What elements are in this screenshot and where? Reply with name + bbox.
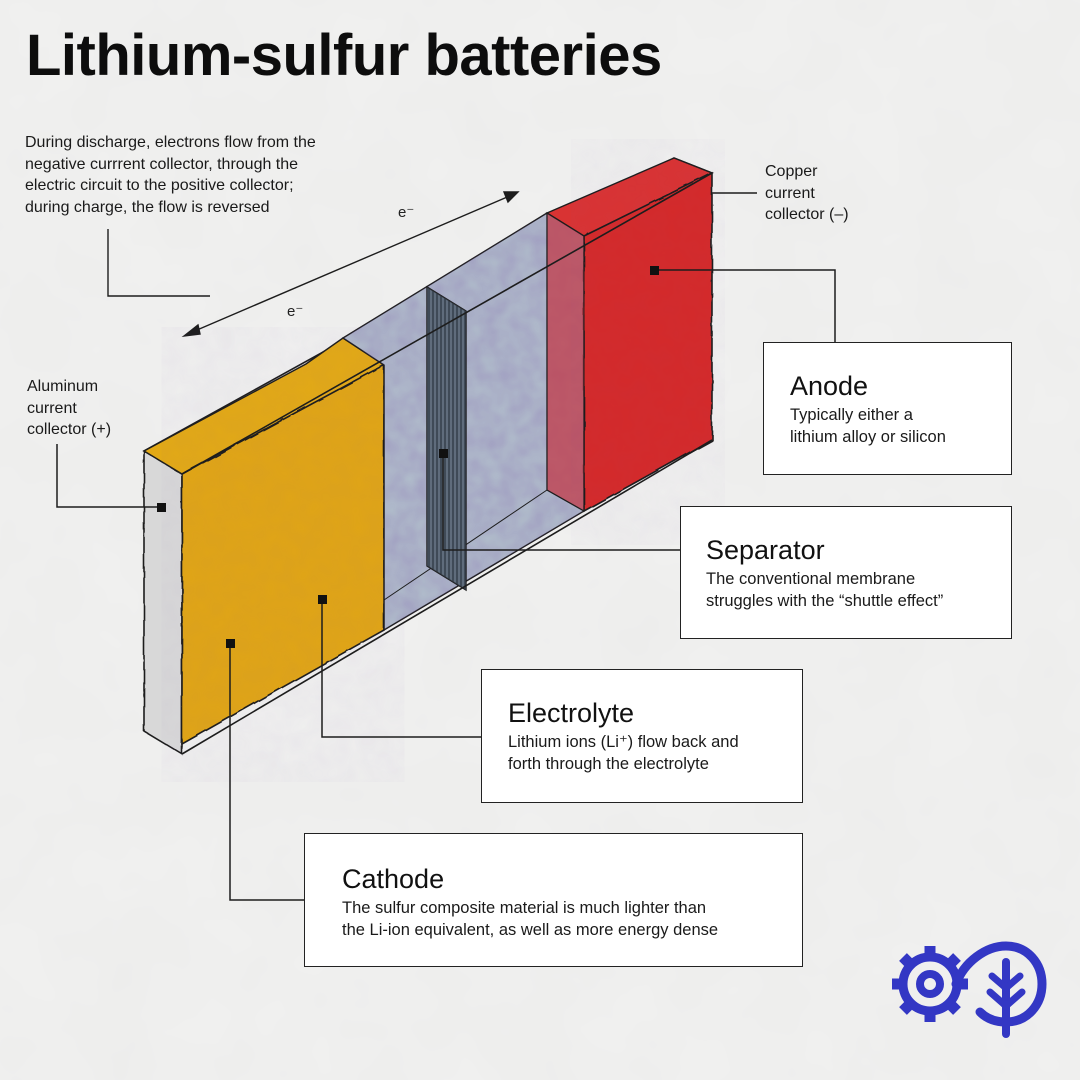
- electron-label-lower: e⁻: [287, 303, 304, 320]
- anode-callout: Anode Typically either a lithium alloy o…: [763, 342, 1012, 475]
- copper-collector-label: Copper current collector (–): [765, 161, 849, 226]
- flow-note: During discharge, electrons flow from th…: [25, 132, 316, 218]
- electrolyte-title: Electrolyte: [508, 698, 635, 728]
- aluminum-label-line: collector (+): [27, 421, 112, 438]
- aluminum-collector-label: Aluminum current collector (+): [27, 376, 111, 441]
- cathode-desc-line: The sulfur composite material is much li…: [342, 899, 707, 917]
- aluminum-label-line: current: [27, 399, 77, 417]
- cathode-desc-line: the Li-ion equivalent, as well as more e…: [342, 920, 719, 939]
- separator-desc-line: struggles with the “shuttle effect”: [706, 591, 944, 610]
- anode-desc-line: lithium alloy or silicon: [790, 427, 946, 446]
- electrolyte-callout: Electrolyte Lithium ions (Li⁺) flow back…: [481, 669, 803, 803]
- leaf-icon: [951, 941, 1047, 1038]
- separator-title: Separator: [706, 535, 825, 565]
- flow-note-line: During discharge, electrons flow from th…: [25, 134, 316, 151]
- separator-desc-line: The conventional membrane: [706, 570, 916, 588]
- copper-label-line: Copper: [765, 163, 818, 180]
- anode-marker: [650, 266, 659, 275]
- cathode-title: Cathode: [342, 864, 445, 894]
- gear-and-leaf-logo-icon: [892, 941, 1047, 1038]
- aluminum-marker: [157, 503, 166, 512]
- cathode-callout: Cathode The sulfur composite material is…: [304, 833, 803, 967]
- cathode-description: The sulfur composite material is much li…: [342, 898, 802, 941]
- anode-title: Anode: [790, 371, 869, 401]
- separator-description: The conventional membrane struggles with…: [706, 569, 1011, 612]
- electrolyte-leader: [321, 599, 481, 738]
- separator-leader: [442, 453, 680, 551]
- electron-label-upper: e⁻: [398, 204, 415, 221]
- cathode-leader: [229, 643, 304, 901]
- anode-description: Typically either a lithium alloy or sili…: [790, 405, 1011, 448]
- flow-note-leader: [107, 229, 210, 297]
- anode-leader: [654, 269, 836, 343]
- page-title: Lithium-sulfur batteries: [26, 23, 662, 88]
- electrolyte-description: Lithium ions (Li⁺) flow back and forth t…: [508, 732, 802, 775]
- copper-label-line: collector (–): [765, 206, 849, 223]
- flow-note-line: negative currrent collector, through the: [25, 155, 299, 173]
- aluminum-collector-face: [143, 449, 183, 756]
- cathode-marker: [226, 639, 235, 648]
- separator-marker: [439, 449, 448, 458]
- flow-note-line: electric circuit to the positive collect…: [25, 177, 294, 194]
- separator-callout: Separator The conventional membrane stru…: [680, 506, 1012, 639]
- aluminum-label-line: Aluminum: [27, 378, 99, 395]
- electrolyte-marker: [318, 595, 327, 604]
- electrolyte-desc-line: Lithium ions (Li⁺) flow back and: [508, 733, 739, 751]
- copper-label-line: current: [765, 184, 815, 202]
- anode-desc-line: Typically either a: [790, 406, 913, 424]
- separator-membrane: [426, 285, 467, 592]
- electrolyte-desc-line: forth through the electrolyte: [508, 754, 709, 773]
- electron-flow-arrow: [181, 191, 520, 338]
- aluminum-collector-leader: [56, 444, 160, 508]
- flow-note-line: during charge, the flow is reversed: [25, 198, 270, 216]
